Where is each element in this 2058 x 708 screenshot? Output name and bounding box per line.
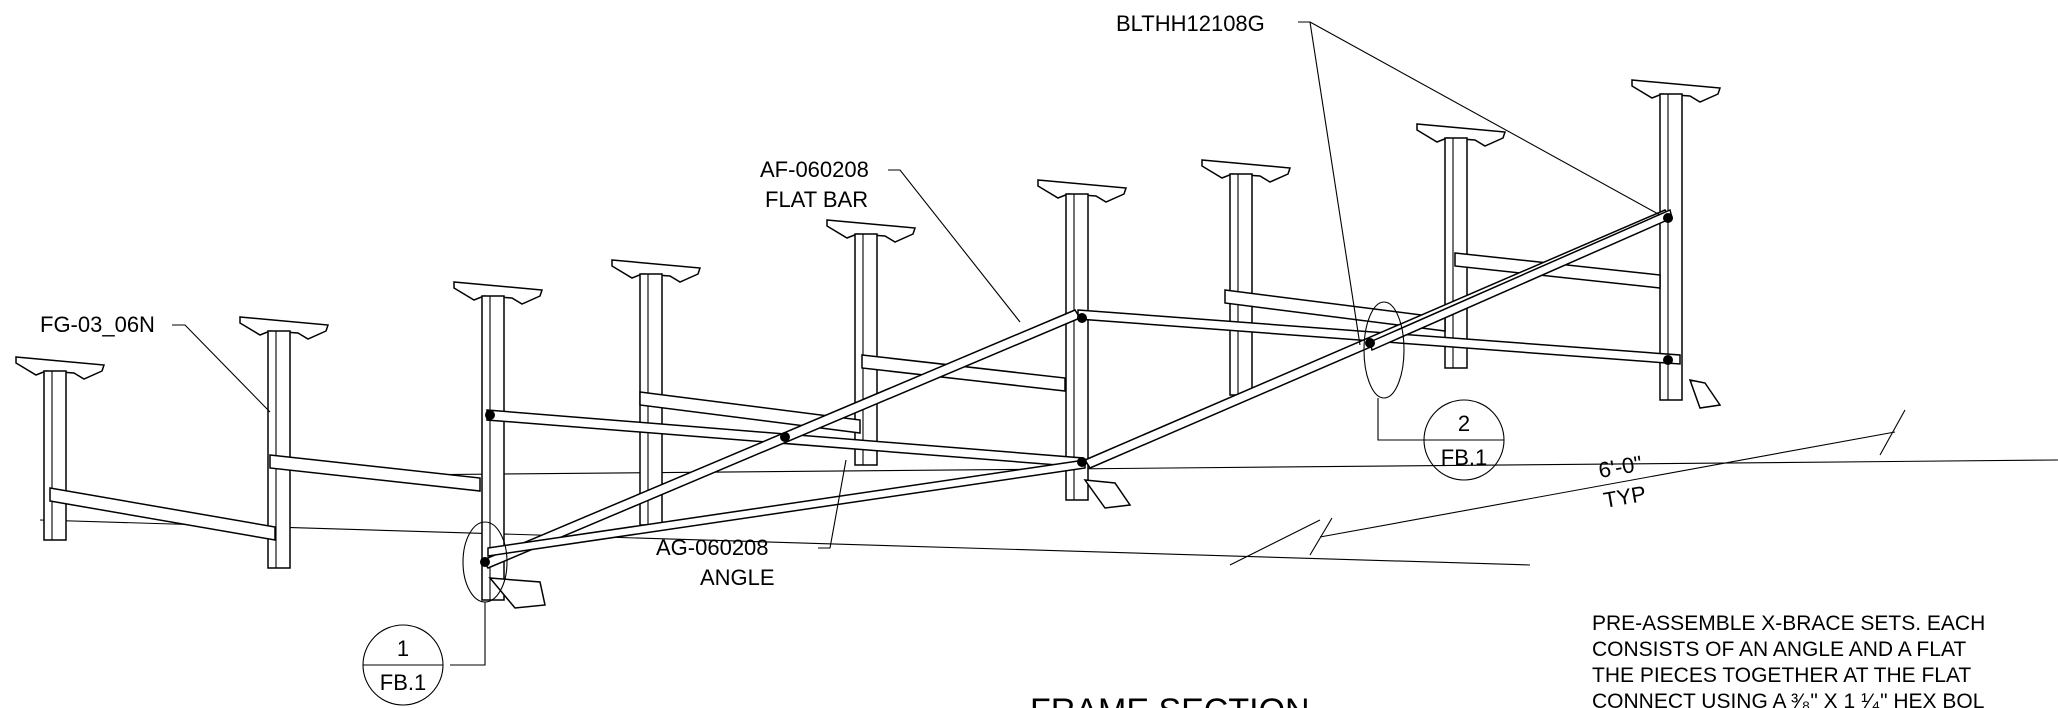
dimension-line bbox=[1309, 409, 1906, 556]
notes-block: PRE-ASSEMBLE X-BRACE SETS. EACH CONSISTS… bbox=[1592, 612, 1985, 708]
girt-label: FG-03_06N bbox=[40, 312, 155, 337]
note-line-3: THE PIECES TOGETHER AT THE FLAT bbox=[1592, 664, 1971, 687]
bolt-dots bbox=[480, 213, 1673, 567]
post-8 bbox=[1416, 123, 1507, 369]
dimension-note: TYP bbox=[1602, 481, 1648, 513]
base-feet bbox=[488, 379, 1722, 609]
angle-part-label: AG-060208 bbox=[656, 535, 769, 560]
callout-bubble-1: 1 FB.1 bbox=[362, 624, 444, 706]
post-2 bbox=[239, 316, 330, 569]
callout-1-sheet: FB.1 bbox=[380, 670, 426, 695]
x-brace-back bbox=[1077, 208, 1681, 469]
callout-bubble-2: 2 FB.1 bbox=[1423, 399, 1505, 481]
post-4 bbox=[611, 259, 702, 526]
leader-lines bbox=[172, 21, 1661, 666]
post-9 bbox=[1631, 79, 1722, 401]
bolt-label: BLTHH12108G bbox=[1116, 11, 1265, 36]
post-6 bbox=[1037, 179, 1128, 501]
flat-bar-part-label: AF-060208 bbox=[760, 157, 869, 182]
angle-desc-label: ANGLE bbox=[700, 565, 775, 590]
callout-2-sheet: FB.1 bbox=[1441, 445, 1487, 470]
flat-bar-desc-label: FLAT BAR bbox=[765, 187, 868, 212]
post-7 bbox=[1201, 159, 1292, 396]
note-line-1: PRE-ASSEMBLE X-BRACE SETS. EACH bbox=[1592, 612, 1985, 635]
callout-2-number: 2 bbox=[1458, 411, 1470, 436]
note-line-4: CONNECT USING A ³⁄₈" X 1 ¹⁄₄" HEX BOL bbox=[1592, 690, 1984, 708]
callout-1-number: 1 bbox=[397, 636, 409, 661]
girts bbox=[49, 252, 1661, 541]
drawing-title: FRAME SECTION bbox=[1030, 692, 1310, 708]
dimension-value: 6'-0" bbox=[1597, 451, 1644, 483]
detail-ellipse-2 bbox=[1363, 301, 1405, 399]
post-5 bbox=[826, 219, 917, 466]
post-1 bbox=[15, 356, 106, 541]
note-line-2: CONSISTS OF AN ANGLE AND A FLAT bbox=[1592, 638, 1966, 661]
